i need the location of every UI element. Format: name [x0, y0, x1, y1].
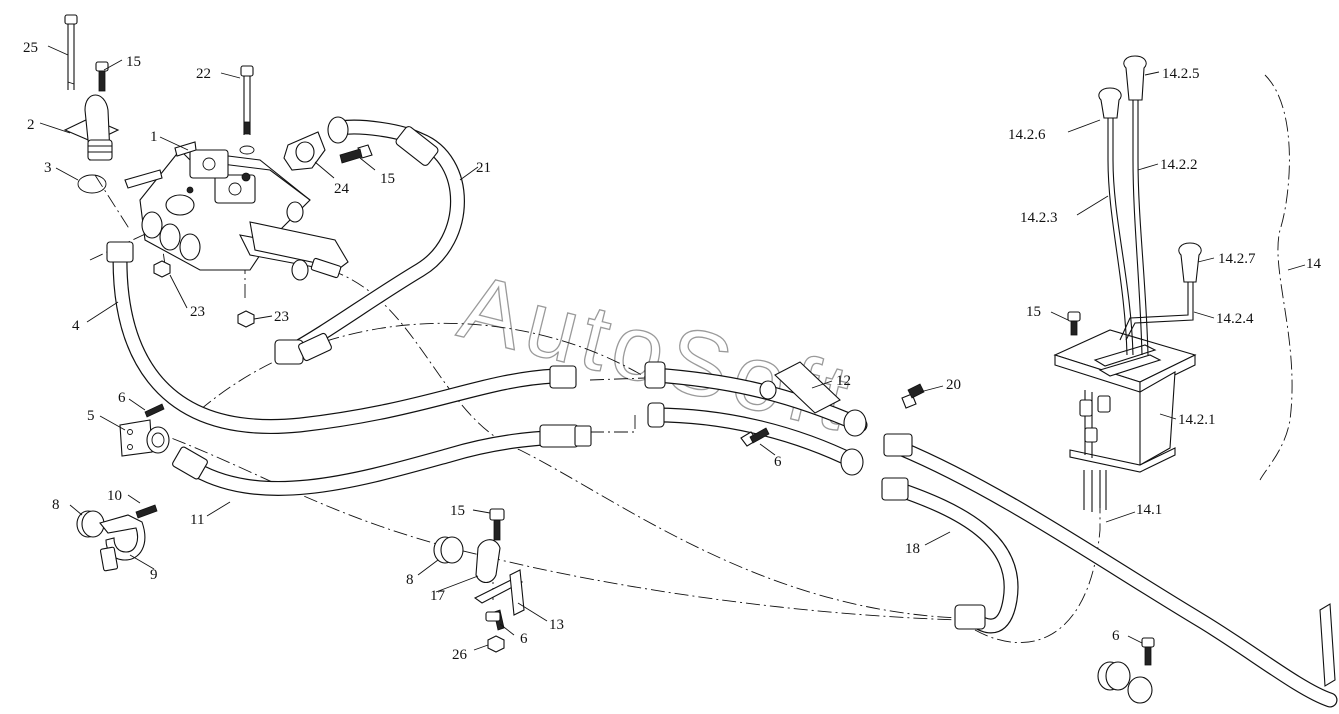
- label-14-2-5: 14.2.5: [1162, 66, 1200, 82]
- nut-23b: [237, 310, 255, 328]
- label-14-2-2: 14.2.2: [1160, 157, 1198, 173]
- bolt-22: [239, 65, 255, 155]
- label-14-2-6: 14.2.6: [1008, 127, 1046, 143]
- label-15-bottom: 15: [450, 503, 465, 519]
- o-ring-3: [77, 174, 107, 194]
- hose-14-1: [883, 433, 1338, 708]
- label-8-mid: 8: [406, 572, 414, 588]
- control-valve-1: [124, 141, 349, 281]
- label-2: 2: [27, 117, 35, 133]
- label-4: 4: [72, 318, 80, 334]
- hose-18: [881, 477, 1019, 634]
- label-10: 10: [107, 488, 122, 504]
- label-11: 11: [190, 512, 204, 528]
- label-22: 22: [196, 66, 211, 82]
- label-5: 5: [87, 408, 95, 424]
- label-14-2-7: 14.2.7: [1218, 251, 1256, 267]
- elbow-fitting-2: [63, 94, 120, 161]
- label-24: 24: [334, 181, 350, 197]
- clamp-9: [76, 504, 158, 572]
- label-18: 18: [905, 541, 920, 557]
- leader-lines: [39, 45, 1306, 651]
- tube-12: [644, 361, 868, 476]
- label-9: 9: [150, 567, 158, 583]
- label-6-center: 6: [774, 454, 782, 470]
- control-lever-assembly-14-2: [1053, 55, 1202, 512]
- label-6-bottom: 6: [520, 631, 528, 647]
- label-25: 25: [23, 40, 38, 56]
- bolt-20: [901, 383, 925, 409]
- bracket-13: [433, 508, 525, 653]
- label-14-2-3: 14.2.3: [1020, 210, 1058, 226]
- label-23-left: 23: [190, 304, 205, 320]
- bolt-15b: [339, 144, 373, 164]
- label-14-1: 14.1: [1136, 502, 1162, 518]
- label-13: 13: [549, 617, 564, 633]
- label-6-left: 6: [118, 390, 126, 406]
- label-8-left: 8: [52, 497, 60, 513]
- label-20: 20: [946, 377, 961, 393]
- label-15-mid: 15: [380, 171, 395, 187]
- hose-4: [106, 241, 577, 434]
- label-12: 12: [836, 373, 851, 389]
- flange-24: [283, 116, 349, 171]
- part-labels: 25 15 22 2 1 3 24 15 21 4 23 23 6 5 8 10…: [23, 40, 1322, 663]
- label-14-2-4: 14.2.4: [1216, 311, 1254, 327]
- label-15-top: 15: [126, 54, 141, 70]
- hose-21: [274, 119, 465, 365]
- label-14-2-1: 14.2.1: [1178, 412, 1216, 428]
- label-17: 17: [430, 588, 446, 604]
- hose-11: [172, 424, 592, 496]
- label-23-right: 23: [274, 309, 289, 325]
- label-21: 21: [476, 160, 491, 176]
- bolt-25: [64, 14, 78, 90]
- label-3: 3: [44, 160, 52, 176]
- label-14: 14: [1306, 256, 1322, 272]
- label-15-right: 15: [1026, 304, 1041, 320]
- label-26: 26: [452, 647, 468, 663]
- label-1: 1: [150, 129, 158, 145]
- nut-23a: [153, 260, 171, 278]
- bracket-5: [119, 403, 170, 457]
- label-6-right: 6: [1112, 628, 1120, 644]
- bolt-6b: [740, 427, 770, 447]
- bolt-15a: [95, 61, 109, 92]
